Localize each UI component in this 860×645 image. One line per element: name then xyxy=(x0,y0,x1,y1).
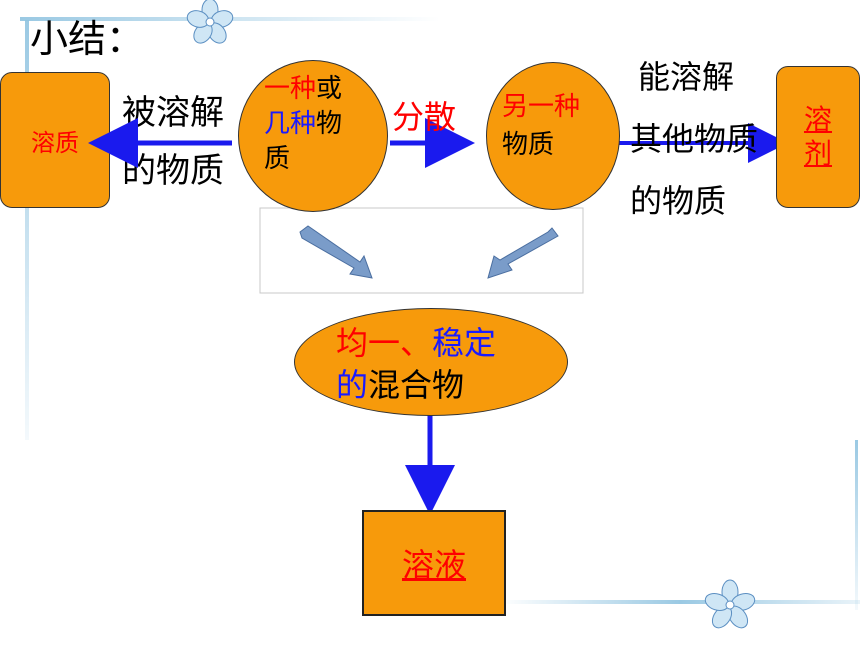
mixture-text: 均一、稳定 的混合物 xyxy=(336,324,497,404)
diagonal-arrow-left xyxy=(299,225,373,279)
dissolving-substance-label: 能溶解 其他物质 的物质 xyxy=(630,58,759,220)
flower-icon xyxy=(704,579,756,629)
solvent-source-text: 另一种 物质 xyxy=(502,92,581,160)
solute-source-ellipse xyxy=(238,60,388,212)
diagonal-arrow-right xyxy=(487,227,559,279)
dissolved-substance-label: 被溶解 的物质 xyxy=(122,93,224,191)
solute-label: 溶质 xyxy=(31,128,79,157)
solution-box: 溶液 xyxy=(362,510,506,616)
solvent-source-ellipse xyxy=(486,62,620,210)
flower-icon xyxy=(186,0,234,44)
disperse-label: 分散 xyxy=(392,98,457,136)
solvent-box: 溶 剂 xyxy=(776,66,860,208)
mixture-ellipse xyxy=(294,308,568,416)
solute-source-text: 一种或 几种物 质 xyxy=(264,74,343,174)
bottom-frame-line xyxy=(500,600,860,604)
left-frame-line xyxy=(25,20,29,440)
page-title: 小结： xyxy=(30,17,145,61)
right-frame-line xyxy=(855,440,858,610)
solution-label: 溶液 xyxy=(401,546,466,584)
merge-panel xyxy=(259,207,584,294)
solute-box: 溶质 xyxy=(0,72,110,208)
